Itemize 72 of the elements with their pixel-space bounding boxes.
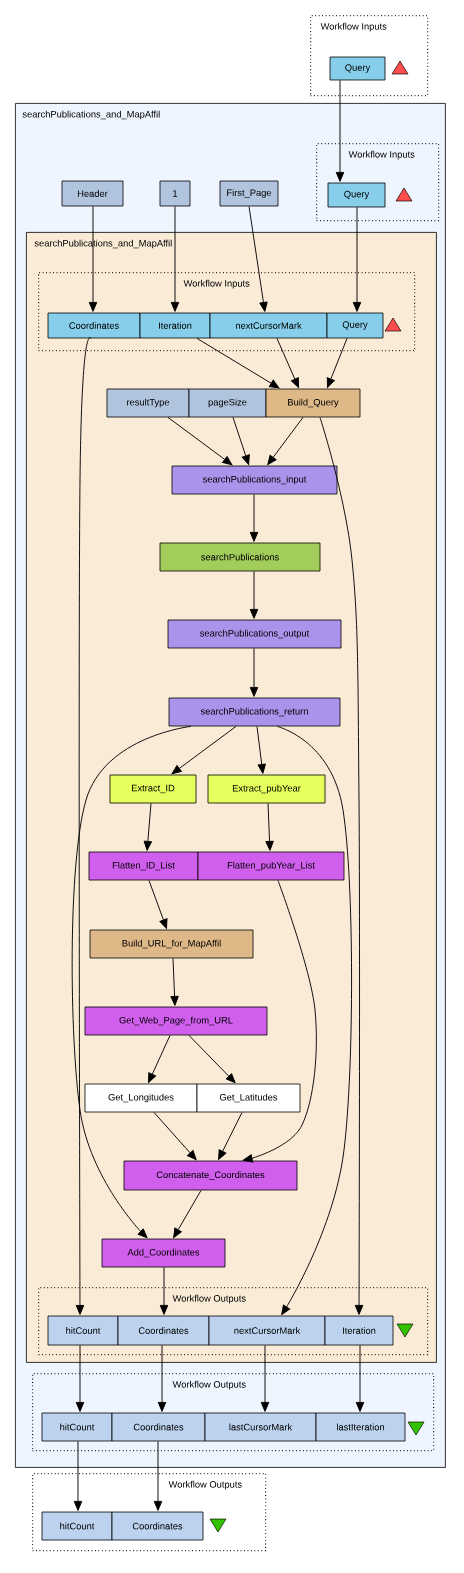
arrow — [159, 1266, 169, 1315]
arrow — [75, 1344, 85, 1412]
arrow — [75, 337, 92, 1315]
arrow — [171, 725, 237, 775]
arrow — [188, 1034, 236, 1084]
arrow — [256, 725, 266, 774]
arrow — [276, 725, 353, 1316]
output-port-box: hitCount — [41, 1511, 113, 1541]
script-box: Build_Query — [265, 388, 361, 418]
output-port-box: nextCursorMark — [208, 1315, 326, 1346]
local-worker-box: Flatten_pubYear_List — [197, 851, 345, 881]
arrow — [170, 205, 180, 312]
arrow — [319, 416, 364, 1315]
local-worker-box: Flatten_ID_List — [88, 851, 199, 881]
constant-box: 1 — [159, 180, 191, 207]
arrow — [153, 1440, 163, 1511]
arrow — [218, 1111, 243, 1160]
constant-box: pageSize — [188, 388, 267, 418]
script-box: Build_URL_for_MapAffil — [89, 929, 254, 959]
arrow — [232, 416, 250, 465]
input-port-box: Query — [327, 182, 386, 208]
extractor-box: Extract_pubYear — [207, 774, 326, 804]
input-port-box: Coordinates — [47, 312, 141, 339]
input-port-box: Query — [329, 56, 386, 81]
arrow — [73, 1440, 83, 1511]
xml-splitter-box: searchPublications_output — [167, 619, 342, 649]
input-port-box: Query — [326, 312, 384, 339]
local-worker-box: Add_Coordinates — [101, 1238, 226, 1268]
output-port-box: Iteration — [324, 1315, 394, 1346]
arrow — [335, 79, 345, 182]
output-port-box: lastCursorMark — [204, 1412, 317, 1442]
arrow — [167, 416, 233, 466]
arrow — [157, 1344, 167, 1412]
constant-box: First_Page — [219, 180, 279, 207]
arrow — [173, 1189, 202, 1238]
output-port-box: hitCount — [47, 1315, 119, 1346]
extractor-box: Extract_ID — [109, 774, 197, 804]
output-port-box: lastIteration — [315, 1412, 406, 1442]
arrow — [88, 205, 98, 312]
processor-box: Get_Latitudes — [196, 1083, 301, 1113]
arrow — [143, 802, 153, 851]
local-worker-box: Concatenate_Coordinates — [123, 1160, 298, 1191]
arrow — [276, 337, 299, 388]
arrow — [170, 957, 179, 1006]
arrow — [148, 1034, 171, 1083]
arrow — [248, 205, 268, 312]
arrow — [242, 879, 317, 1163]
output-port-box: Coordinates — [111, 1412, 206, 1442]
xml-splitter-box: searchPublications_return — [168, 697, 341, 727]
arrow — [326, 337, 348, 388]
arrow — [267, 416, 304, 466]
arrow — [265, 802, 274, 851]
arrow — [148, 879, 168, 929]
arrow — [249, 570, 259, 619]
output-port-box: Coordinates — [117, 1315, 210, 1346]
constant-box: resultType — [106, 388, 190, 418]
output-port-box: hitCount — [41, 1412, 113, 1442]
arrow — [249, 647, 259, 697]
xml-splitter-box: searchPublications_input — [171, 465, 338, 495]
processor-box: Get_Longitudes — [84, 1083, 198, 1113]
arrow — [355, 1344, 365, 1412]
arrow — [153, 1111, 197, 1161]
arrow — [260, 1344, 270, 1412]
arrow — [196, 337, 280, 389]
arrow — [249, 493, 259, 542]
arrow — [352, 206, 362, 312]
input-port-box: Iteration — [139, 312, 211, 339]
service-box: searchPublications — [159, 542, 321, 572]
arrow — [71, 725, 192, 1239]
constant-box: Header — [61, 180, 124, 207]
output-port-box: Coordinates — [111, 1511, 204, 1541]
local-worker-box: Get_Web_Page_from_URL — [84, 1006, 268, 1036]
